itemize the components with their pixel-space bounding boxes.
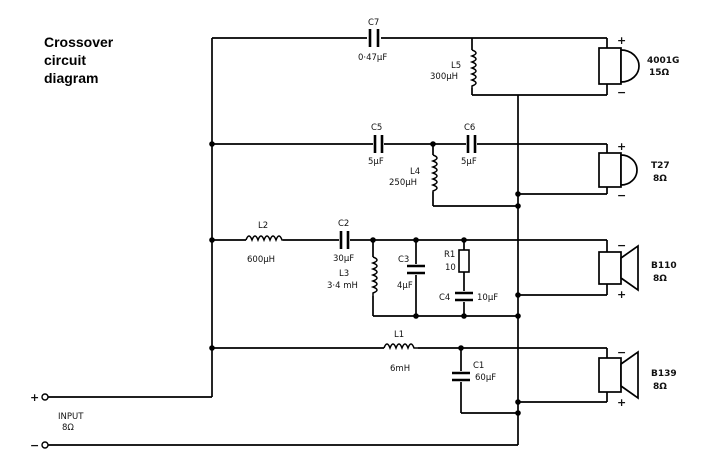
l1-label: L1 bbox=[394, 330, 404, 340]
c2-value: 30µF bbox=[333, 254, 354, 264]
b139-plus: + bbox=[617, 396, 626, 409]
l5-label: L5 bbox=[451, 61, 461, 71]
b139-model: B139 bbox=[651, 369, 677, 379]
b139-impedance: 8Ω bbox=[653, 382, 667, 392]
speaker-t27: + − T27 8Ω bbox=[598, 140, 670, 202]
c7-label: C7 bbox=[368, 18, 379, 28]
input-plus-sign: + bbox=[30, 391, 39, 404]
speaker-b110: − + B110 8Ω bbox=[598, 239, 677, 301]
c7-value: 0·47µF bbox=[358, 53, 387, 63]
t27-impedance: 8Ω bbox=[653, 174, 667, 184]
resistor-r1: R1 10 bbox=[444, 249, 470, 273]
input-label: INPUT bbox=[58, 412, 84, 422]
l2-value: 600µH bbox=[247, 255, 275, 265]
r1-value: 10 bbox=[445, 263, 456, 273]
capacitor-c2: C2 30µF bbox=[333, 219, 354, 264]
b110-model: B110 bbox=[651, 261, 677, 271]
l1-value: 6mH bbox=[390, 364, 410, 374]
c6-value: 5µF bbox=[461, 157, 477, 167]
b110-impedance: 8Ω bbox=[653, 274, 667, 284]
diagram-title-line-2: circuit bbox=[44, 52, 87, 68]
b139-minus: − bbox=[617, 346, 626, 359]
inductor-l3: L3 3·4 mH bbox=[327, 256, 378, 296]
c4-label: C4 bbox=[439, 293, 450, 303]
capacitor-c7: C7 0·47µF bbox=[358, 18, 387, 63]
l5-value: 300µH bbox=[430, 72, 458, 82]
t27-model: T27 bbox=[651, 161, 670, 171]
inductor-l2: L2 600µH bbox=[245, 221, 283, 265]
l3-value: 3·4 mH bbox=[327, 281, 358, 291]
c2-label: C2 bbox=[338, 219, 349, 229]
capacitor-c1: C1 60µF bbox=[452, 361, 496, 383]
input-minus-sign: − bbox=[30, 439, 39, 452]
b110-plus: + bbox=[617, 288, 626, 301]
wires bbox=[48, 37, 608, 446]
4001g-minus: − bbox=[617, 86, 626, 99]
c1-value: 60µF bbox=[475, 373, 496, 383]
t27-plus: + bbox=[617, 140, 626, 153]
l4-value: 250µH bbox=[389, 178, 417, 188]
capacitor-c6: C6 5µF bbox=[461, 123, 477, 167]
l3-label: L3 bbox=[339, 269, 349, 279]
4001g-impedance: 15Ω bbox=[649, 68, 670, 78]
c4-value: 10µF bbox=[477, 293, 498, 303]
input-terminals: + − INPUT 8Ω bbox=[30, 391, 84, 452]
c5-value: 5µF bbox=[368, 157, 384, 167]
inductor-l5: L5 300µH bbox=[430, 49, 477, 88]
diagram-title-line-3: diagram bbox=[44, 70, 99, 86]
4001g-model: 4001G bbox=[647, 56, 679, 66]
c3-value: 4µF bbox=[397, 281, 413, 291]
junction-dots bbox=[209, 141, 521, 416]
b110-minus: − bbox=[617, 239, 626, 252]
speaker-b139: − + B139 8Ω bbox=[598, 346, 677, 409]
capacitor-c4: C4 10µF bbox=[439, 291, 498, 303]
c3-label: C3 bbox=[398, 255, 409, 265]
t27-minus: − bbox=[617, 189, 626, 202]
diagram-title-line-1: Crossover bbox=[44, 34, 114, 50]
capacitor-c3: C3 4µF bbox=[397, 255, 425, 291]
inductor-l1: L1 6mH bbox=[383, 330, 418, 374]
r1-label: R1 bbox=[444, 250, 455, 260]
inductor-l4: L4 250µH bbox=[389, 154, 438, 192]
input-impedance: 8Ω bbox=[62, 423, 74, 433]
c6-label: C6 bbox=[464, 123, 475, 133]
speaker-4001g: + − 4001G 15Ω bbox=[598, 34, 679, 99]
l2-label: L2 bbox=[258, 221, 268, 231]
c5-label: C5 bbox=[371, 123, 382, 133]
4001g-plus: + bbox=[617, 34, 626, 47]
c1-label: C1 bbox=[473, 361, 484, 371]
capacitor-c5: C5 5µF bbox=[368, 123, 384, 167]
l4-label: L4 bbox=[410, 167, 420, 177]
